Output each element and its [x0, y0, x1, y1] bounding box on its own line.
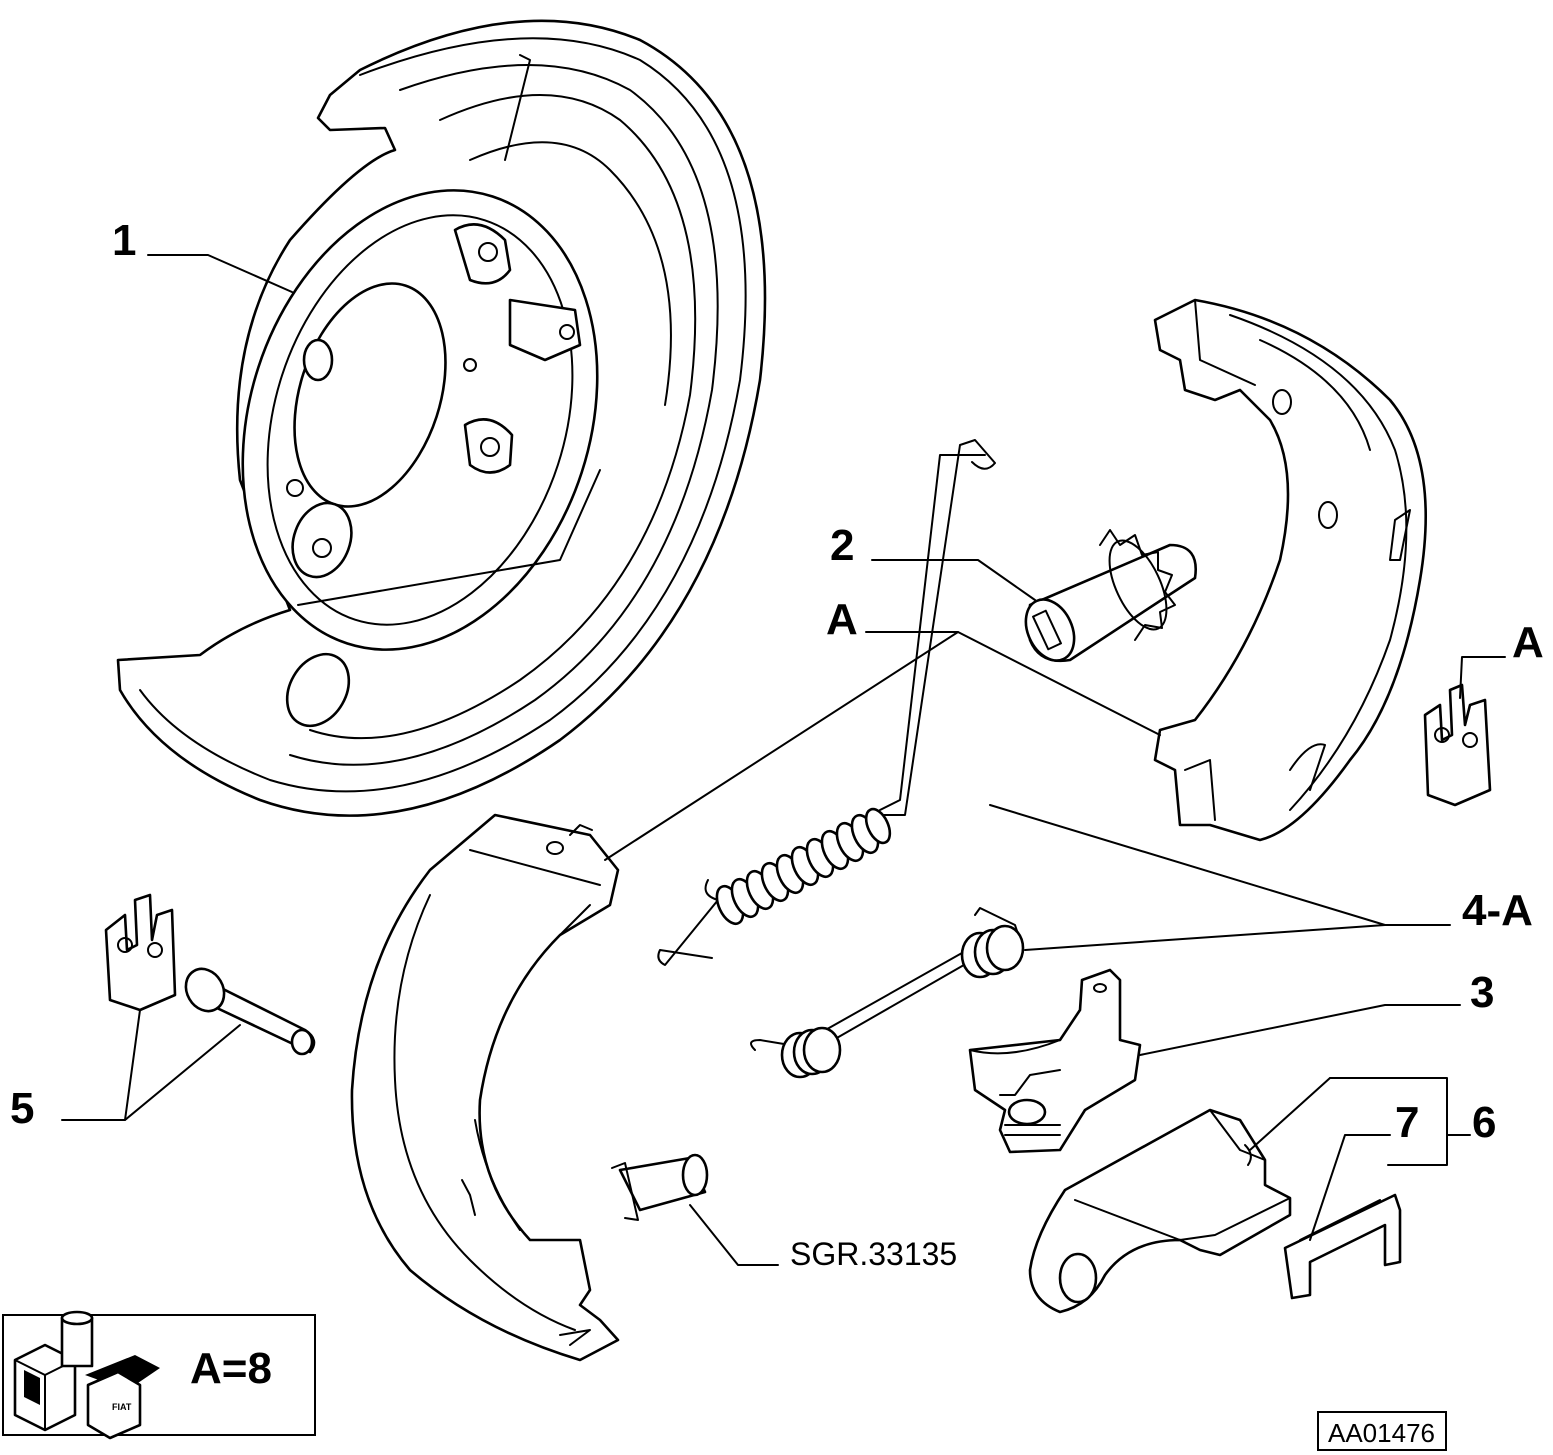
drawing-reference: AA01476: [1317, 1411, 1447, 1451]
callout-A-center: A: [826, 595, 858, 644]
retaining-clip-right: [1423, 683, 1492, 807]
retaining-spring-clip: [1283, 1193, 1402, 1300]
callout-A-right: A: [1512, 618, 1544, 667]
backing-plate: [116, 19, 767, 817]
callout-1: 1: [112, 216, 136, 265]
callout-labels: 1 2 A A 4-A 3 5 7 6 SGR.33135: [10, 216, 1544, 1272]
reference-code: AA01476: [1328, 1418, 1435, 1448]
leader-3: [1139, 1004, 1461, 1056]
leader-2: [871, 559, 1036, 601]
callout-5: 5: [10, 1084, 34, 1133]
adjuster-assembly: [1024, 529, 1198, 663]
part-code-sgr: SGR.33135: [790, 1236, 957, 1272]
callout-4-A: 4-A: [1462, 886, 1533, 935]
leader-A-center-left: [604, 631, 959, 861]
leader-6: [1249, 1077, 1331, 1151]
reference-frame: [1317, 1411, 1447, 1451]
tension-spring-upper: [657, 439, 996, 966]
leader-4A-lower: [1024, 924, 1386, 951]
callout-2: 2: [830, 521, 854, 570]
logo-label: FIAT: [112, 1402, 132, 1412]
fiat-parts-box-icon: FIAT: [13, 1310, 160, 1440]
leader-7: [1309, 1134, 1391, 1241]
parking-brake-lever: [1028, 1108, 1292, 1314]
brake-shoe-right: [1153, 298, 1428, 842]
quantity-legend: FIAT A=8: [2, 1310, 316, 1440]
leader-5-pin: [124, 1024, 241, 1121]
callout-3: 3: [1470, 968, 1494, 1017]
leader-lines: [61, 254, 1506, 1266]
leader-sgr: [689, 1204, 779, 1266]
hold-down-clip-left: [104, 893, 177, 1012]
adjuster-sleeve: [611, 1153, 709, 1221]
parking-lever-block: [968, 968, 1142, 1154]
bracket-6: [1329, 1077, 1448, 1166]
legend-quantity: A=8: [190, 1344, 272, 1393]
callout-6: 6: [1472, 1098, 1496, 1147]
brake-shoe-left: [350, 813, 620, 1362]
callout-7: 7: [1395, 1098, 1419, 1147]
leader-A-right: [1459, 656, 1506, 699]
tension-spring-lower: [750, 907, 1025, 1079]
hold-down-pin: [184, 967, 316, 1056]
leader-1: [147, 254, 293, 293]
leader-5-clip: [61, 1009, 141, 1121]
